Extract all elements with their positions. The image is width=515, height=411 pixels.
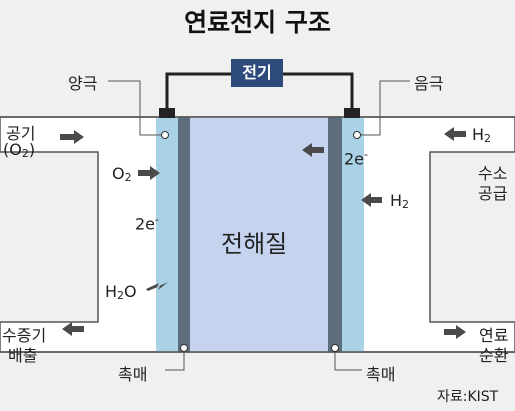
catalyst-left-layer <box>178 117 190 352</box>
fuel-circulation-line1: 연료 <box>479 326 509 345</box>
source-credit: 자료:KIST <box>437 389 499 405</box>
air-label-line1: 공기 <box>6 124 36 143</box>
diagram-title: 연료전지 구조 <box>184 8 331 37</box>
catalyst-right-label: 촉매 <box>366 365 396 384</box>
catalyst-right-layer <box>328 117 342 352</box>
anode-leader <box>108 80 162 136</box>
anode-label: 양극 <box>68 74 98 93</box>
electrolyte-region <box>190 117 328 352</box>
air-label-line2: (O2) <box>3 140 36 160</box>
anode-electrode <box>156 117 178 352</box>
cathode-electrode <box>342 117 364 352</box>
o2-arrow <box>138 166 160 180</box>
vapor-exhaust-line1: 수증기 <box>2 326 47 345</box>
flow-arrows <box>60 127 466 339</box>
fuel-circulation-line2: 순환 <box>479 346 509 365</box>
cathode-label: 음극 <box>414 74 444 93</box>
hydrogen-mid-label: H2 <box>390 191 410 211</box>
hydrogen-top-label: H2 <box>472 125 492 145</box>
water-label: H2O <box>105 282 137 302</box>
electron-right-label: 2e- <box>344 148 369 169</box>
catalyst-left-leader <box>165 352 185 371</box>
electricity-badge: 전기 <box>231 59 283 87</box>
cathode-leader <box>360 80 410 136</box>
anode-terminal <box>159 108 175 118</box>
vapor-out-arrow <box>62 322 84 336</box>
fuel-out-arrow <box>444 325 466 339</box>
hydrogen-supply-line1: 수소 <box>478 164 508 183</box>
h2-in-arrow <box>444 127 466 141</box>
cathode-terminal <box>344 108 360 118</box>
hydrogen-supply-line2: 공급 <box>478 184 508 203</box>
electron-left-label: 2e- <box>135 213 160 234</box>
vapor-exhaust-line2: 배출 <box>8 346 38 365</box>
electrolyte-label: 전해질 <box>221 230 288 258</box>
catalyst-left-label: 촉매 <box>118 365 148 384</box>
air-in-arrow <box>60 130 84 144</box>
water-arrow <box>146 282 168 291</box>
catalyst-right-leader <box>334 352 362 371</box>
oxygen-label: O2 <box>112 164 132 184</box>
h2-cathode-arrow <box>361 193 382 207</box>
electron-flow-arrow <box>302 143 324 157</box>
